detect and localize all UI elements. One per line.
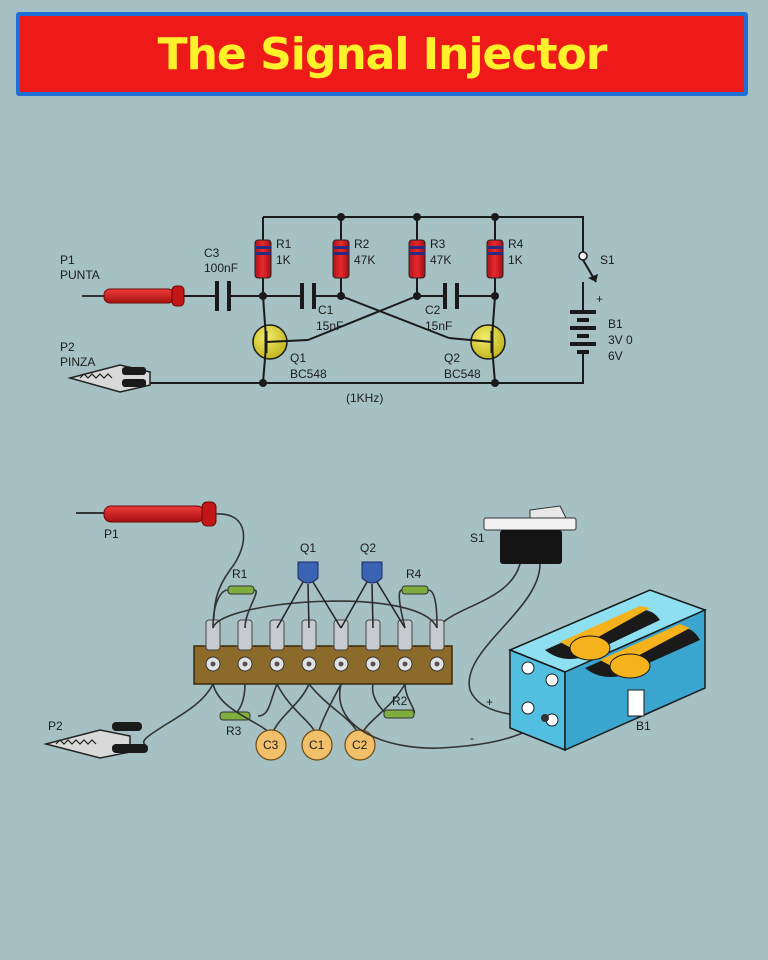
label-r4-value: 1K [508,253,523,267]
label-b1: B1 [608,317,623,331]
label-b1-line1: 3V 0 [608,333,633,347]
label-c1: C1 [318,303,334,317]
probe-p1-icon [82,285,185,307]
label-q1: Q1 [290,351,306,365]
label-c2: C2 [425,303,441,317]
clip-p2-icon [43,722,148,759]
label-q1-value: BC548 [290,367,327,381]
resistor-r4 [401,585,429,595]
label-c3: C3 [204,246,220,260]
resistor-r2 [383,709,415,719]
wiring-label-q2: Q2 [360,541,376,555]
label-c3-value: 100nF [204,261,238,275]
switch-s1-icon [578,230,598,300]
resistor-r1 [227,585,255,595]
wiring-label-plus: + [486,695,493,709]
label-r1-value: 1K [276,253,291,267]
terminal-lugs [205,619,445,672]
wiring-label-r1: R1 [232,567,248,581]
schematic: P1 PUNTA C3 100nF R1 1K R2 47K R3 47K R4… [60,213,633,405]
label-r1: R1 [276,237,292,251]
label-p1: P1 [60,253,75,267]
wiring-label-r4: R4 [406,567,422,581]
capacitor-c1 [301,729,333,761]
switch-s1-icon [483,505,577,564]
page-title: The Signal Injector [157,28,608,80]
label-b1-line2: 6V [608,349,623,363]
transistor-q1-icon [276,561,342,629]
label-r2-value: 47K [354,253,375,267]
wiring-label-c1: C1 [309,738,325,752]
resistor-r3 [219,711,251,721]
label-q2: Q2 [444,351,460,365]
label-battery-plus: + [596,292,603,306]
label-s1: S1 [600,253,615,267]
wiring-label-minus: - [470,731,474,745]
label-p1-desc: PUNTA [60,268,100,282]
wiring-label-s1: S1 [470,531,485,545]
resistor-r1 [254,239,272,279]
wiring-label-c2: C2 [352,738,368,752]
title-banner: The Signal Injector [16,12,748,96]
capacitor-c2 [443,283,459,309]
wiring-label-r3: R3 [226,724,242,738]
label-q2-value: BC548 [444,367,481,381]
label-r3-value: 47K [430,253,451,267]
capacitor-c3 [215,281,231,311]
resistor-r4 [486,239,504,279]
resistor-r3 [408,239,426,279]
label-p2: P2 [60,340,75,354]
battery-holder-b1-icon [508,589,708,752]
wiring-diagram: P1 S1 Q1 Q2 R1 R4 R3 R2 P2 C3 C1 C2 + - … [43,501,708,761]
label-frequency: (1KHz) [346,391,383,405]
wiring-label-r2: R2 [392,694,408,708]
label-r2: R2 [354,237,370,251]
resistor-r2 [332,239,350,279]
label-c1-value: 15nF [316,319,343,333]
transistor-q2-icon [448,295,506,384]
terminal-strip [193,645,453,685]
label-p2-desc: PINZA [60,355,95,369]
probe-p1-icon [76,501,217,527]
wiring-label-p1: P1 [104,527,119,541]
battery-b1-icon [570,310,596,354]
wiring-label-q1: Q1 [300,541,316,555]
transistor-q2-icon [340,561,406,629]
transistor-q1-icon [252,295,309,384]
label-r3: R3 [430,237,446,251]
capacitor-c3 [255,729,287,761]
clip-p2-icon [67,364,151,393]
wiring-label-b1: B1 [636,719,651,733]
label-r4: R4 [508,237,524,251]
capacitor-c1 [300,283,316,309]
wiring-label-c3: C3 [263,738,279,752]
label-c2-value: 15nF [425,319,452,333]
wiring-label-p2: P2 [48,719,63,733]
